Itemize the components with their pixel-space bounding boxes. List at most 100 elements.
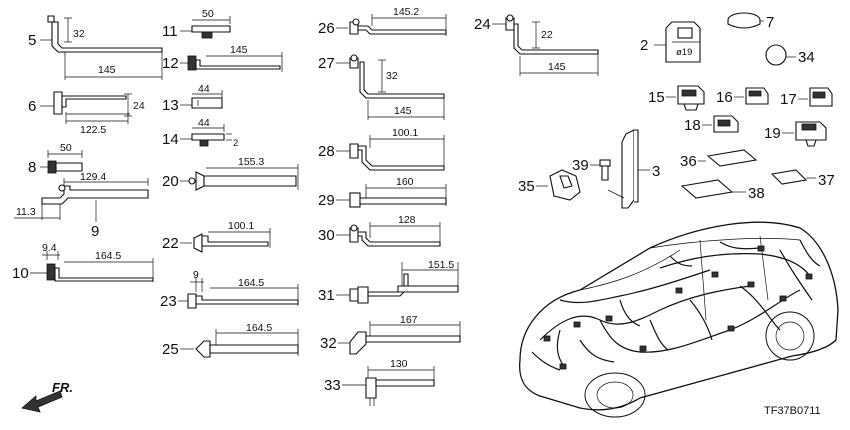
dim-30-length: 128 xyxy=(398,214,416,226)
callout-25: 25 xyxy=(162,341,179,358)
dim-6-height: 24 xyxy=(133,100,145,112)
callout-37: 37 xyxy=(818,172,835,189)
dim-13-length: 44 xyxy=(198,83,210,95)
part-24: 24 22 145 xyxy=(474,14,599,76)
callout-22: 22 xyxy=(162,235,179,252)
callout-32: 32 xyxy=(320,335,337,352)
dim-10-length: 164.5 xyxy=(95,250,121,262)
callout-31: 31 xyxy=(318,287,335,304)
part-18: 19 xyxy=(764,121,827,147)
part-38: 38 xyxy=(680,179,765,202)
dim-28-length: 100.1 xyxy=(392,127,418,139)
part-29: 29 160 xyxy=(318,176,447,209)
dim-24-length: 145 xyxy=(548,61,566,73)
part-13: 13 44 xyxy=(162,83,223,114)
part-11: 11 50 xyxy=(162,8,231,40)
callout-6: 6 xyxy=(28,98,36,115)
callout-36: 36 xyxy=(680,153,697,170)
part-37: 37 xyxy=(770,169,835,189)
catalog-code: TF37B0711 xyxy=(764,405,821,417)
callout-3: 3 xyxy=(652,163,660,180)
part-19: 18 xyxy=(684,115,739,134)
callout-19: 18 xyxy=(684,117,701,134)
callout-33: 33 xyxy=(324,377,341,394)
part-8: 8 50 xyxy=(28,142,83,176)
part-33: 33 130 xyxy=(324,358,435,406)
part-7: 7 xyxy=(727,12,774,31)
part-35: 35 xyxy=(518,169,581,201)
part-9: 129.4 11.3 9 xyxy=(14,171,149,240)
part-6: 6 24 122.5 xyxy=(28,91,145,136)
dim-12-length: 145 xyxy=(230,44,248,56)
dim-27-height: 32 xyxy=(386,70,398,82)
callout-10: 10 xyxy=(12,265,29,282)
part-12: 12 145 xyxy=(162,44,283,72)
callout-24: 24 xyxy=(474,16,491,33)
callout-30: 30 xyxy=(318,227,335,244)
dim-10-offset: 9.4 xyxy=(42,242,57,254)
part-31: 31 151.5 xyxy=(318,259,459,304)
front-label: FR. xyxy=(52,380,73,395)
part-14: 14 44 2 xyxy=(162,117,238,149)
part-39: 39 xyxy=(572,157,625,199)
dim-20-length: 155.3 xyxy=(238,156,264,168)
dim-24-height: 22 xyxy=(541,29,553,41)
dim-14-thickness: 2 xyxy=(233,138,238,149)
part-27: 27 32 145 xyxy=(318,54,445,120)
part-30: 30 128 xyxy=(318,214,441,247)
part-23: 23 9 164.5 xyxy=(160,269,299,310)
dim-32-length: 167 xyxy=(400,314,418,326)
part-2: 2 ø19 xyxy=(640,21,701,63)
callout-35: 35 xyxy=(518,178,535,195)
part-22: 22 100.1 xyxy=(162,220,271,253)
part-5: 5 32 145 xyxy=(28,15,163,80)
part-32: 32 167 xyxy=(320,314,461,355)
front-direction-arrow: FR. xyxy=(21,380,73,413)
part-28: 28 100.1 xyxy=(318,127,445,171)
dim-27-length: 145 xyxy=(394,105,412,117)
dim-11-length: 50 xyxy=(202,8,214,20)
part-20: 20 155.3 xyxy=(162,156,299,191)
callout-28: 28 xyxy=(318,143,335,160)
dim-6-length: 122.5 xyxy=(80,124,106,136)
callout-12: 12 xyxy=(162,55,179,72)
dim-29-length: 160 xyxy=(396,176,414,188)
dim-23-offset: 9 xyxy=(193,269,199,281)
dim-22-length: 100.1 xyxy=(228,220,254,232)
callout-27: 27 xyxy=(318,55,335,72)
dim-14-length: 44 xyxy=(198,117,210,129)
dim-9-offset: 11.3 xyxy=(16,206,36,218)
callout-26: 26 xyxy=(318,20,335,37)
callout-13: 13 xyxy=(162,97,179,114)
dim-33-length: 130 xyxy=(390,358,408,370)
callout-20: 20 xyxy=(162,173,179,190)
callout-8: 8 xyxy=(28,159,36,176)
dim-2-diameter: ø19 xyxy=(676,47,692,58)
part-26: 26 145.2 xyxy=(318,6,447,37)
callout-34: 34 xyxy=(798,49,815,66)
part-34: 34 xyxy=(765,44,815,66)
callout-23: 23 xyxy=(160,293,177,310)
callout-17: 17 xyxy=(780,91,797,108)
dim-25-length: 164.5 xyxy=(246,322,272,334)
part-36: 36 xyxy=(680,149,758,170)
part-10: 10 9.4 164.5 xyxy=(12,242,154,282)
vehicle-wiring-illustration xyxy=(518,221,839,418)
callout-5: 5 xyxy=(28,32,36,49)
part-16: 16 xyxy=(716,87,769,106)
callout-2: 2 xyxy=(640,37,648,54)
part-25: 25 164.5 xyxy=(162,322,299,358)
dim-5-height: 32 xyxy=(73,28,85,40)
part-3: 3 xyxy=(621,129,660,209)
callout-11: 11 xyxy=(162,23,178,40)
dim-23-length: 164.5 xyxy=(238,277,264,289)
part-17: 17 xyxy=(780,87,833,108)
dim-8-length: 50 xyxy=(60,142,72,154)
callout-9: 9 xyxy=(91,223,99,240)
callout-15: 15 xyxy=(648,89,665,106)
callout-14: 14 xyxy=(162,131,179,148)
callout-39: 39 xyxy=(572,157,589,174)
callout-7: 7 xyxy=(766,14,774,31)
callout-18: 19 xyxy=(764,125,781,142)
